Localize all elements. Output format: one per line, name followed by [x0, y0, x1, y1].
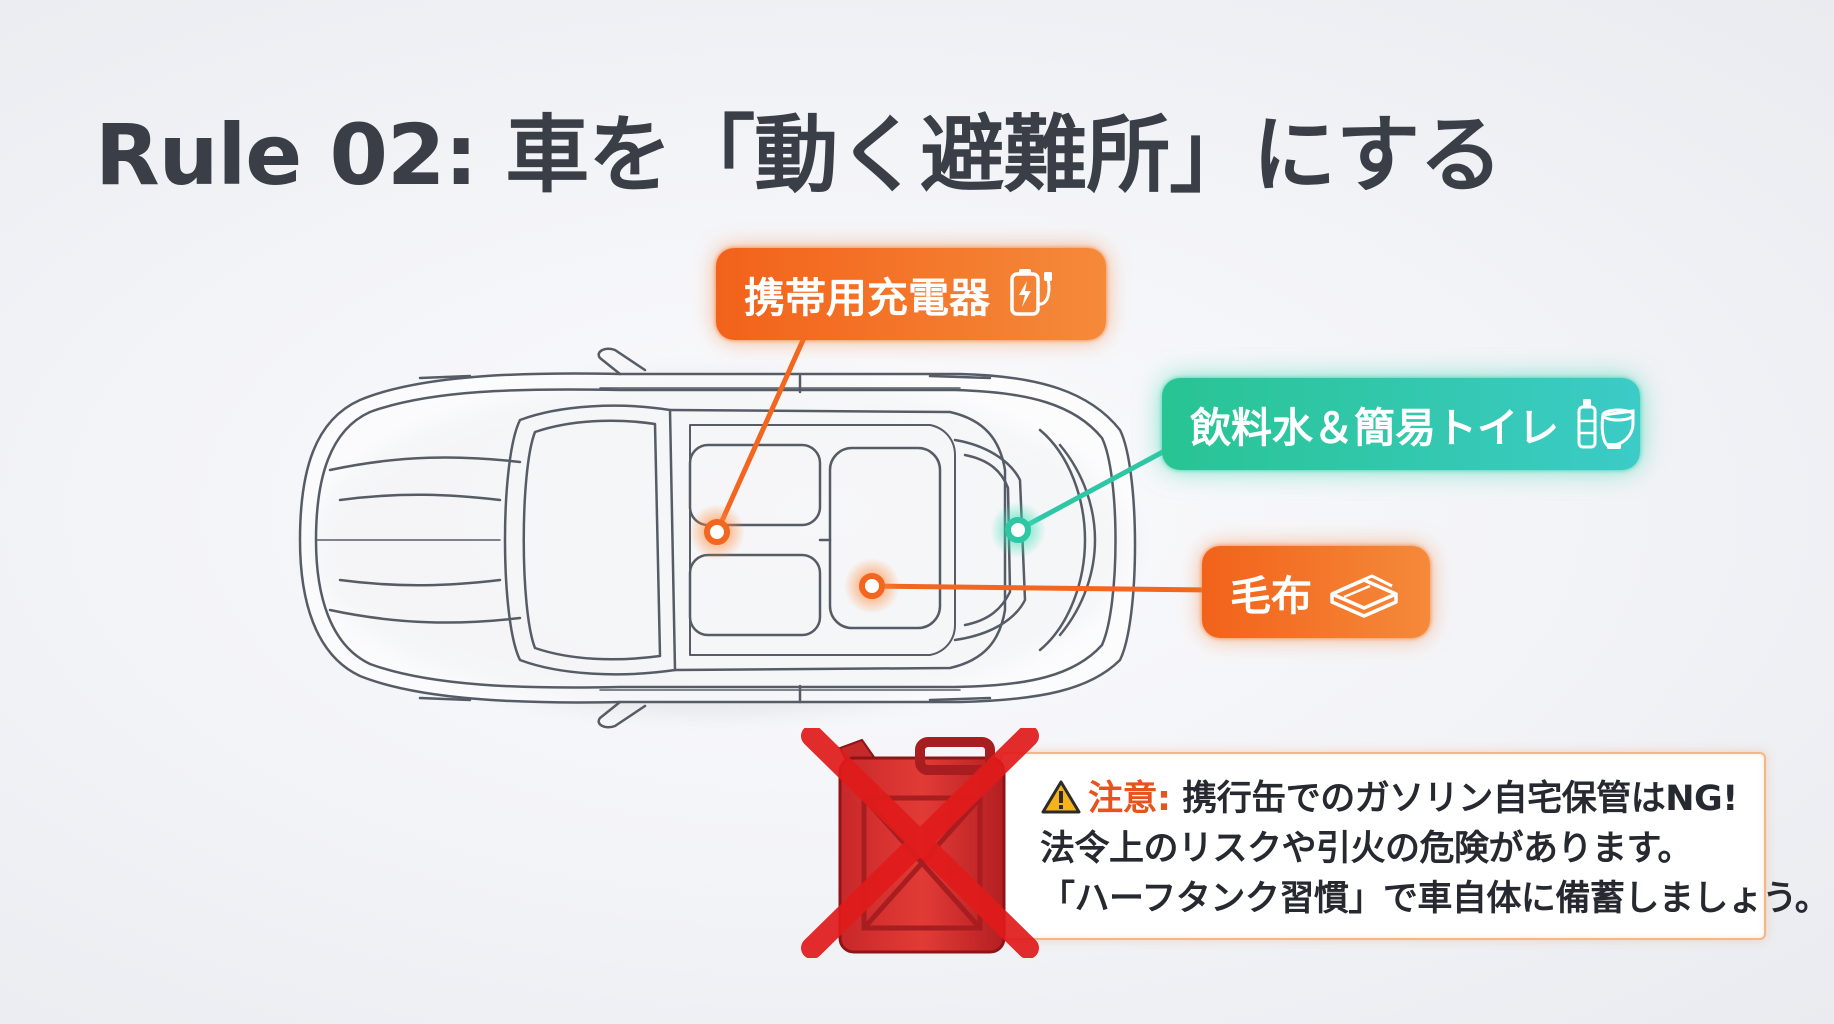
warning-triangle-icon: [1041, 780, 1081, 814]
crossed-out-gasoline-can-icon: [801, 728, 1039, 958]
warning-line-1: 注意: 携行缶でのガソリン自宅保管はNG!: [1040, 774, 1740, 824]
water-anchor-dot: [1005, 517, 1031, 543]
blanket-leader-line: [871, 583, 1211, 593]
callout-blanket: 毛布: [1202, 546, 1430, 638]
water-leader-line: [1016, 437, 1187, 533]
page-title: Rule 02: 車を「動く避難所」にする: [95, 106, 1503, 204]
callout-water-toilet: 飲料水＆簡易トイレ: [1162, 378, 1640, 470]
callout-water-toilet-label: 飲料水＆簡易トイレ: [1190, 404, 1559, 452]
callout-charger-label: 携帯用充電器: [744, 274, 990, 322]
charger-anchor-dot: [704, 519, 730, 545]
water-bottle-toilet-icon: [1573, 393, 1639, 455]
cross-mark: [801, 728, 1039, 958]
warning-line-1-text: 携行缶でのガソリン自宅保管はNG!: [1182, 779, 1738, 819]
charger-leader-line: [714, 318, 815, 534]
folded-blanket-icon: [1326, 564, 1402, 620]
battery-charger-icon: [1004, 264, 1060, 324]
caution-label: 注意:: [1088, 779, 1171, 819]
warning-line-3: 「ハーフタンク習慣」で車自体に備蓄しましょう。: [1040, 879, 1830, 919]
callout-blanket-label: 毛布: [1230, 572, 1312, 620]
blanket-anchor-dot: [859, 573, 885, 599]
warning-line-2: 法令上のリスクや引火の危険があります。: [1040, 829, 1693, 869]
callout-charger: 携帯用充電器: [716, 248, 1106, 340]
warning-box: 注意: 携行缶でのガソリン自宅保管はNG! 法令上のリスクや引火の危険があります…: [1000, 752, 1830, 940]
